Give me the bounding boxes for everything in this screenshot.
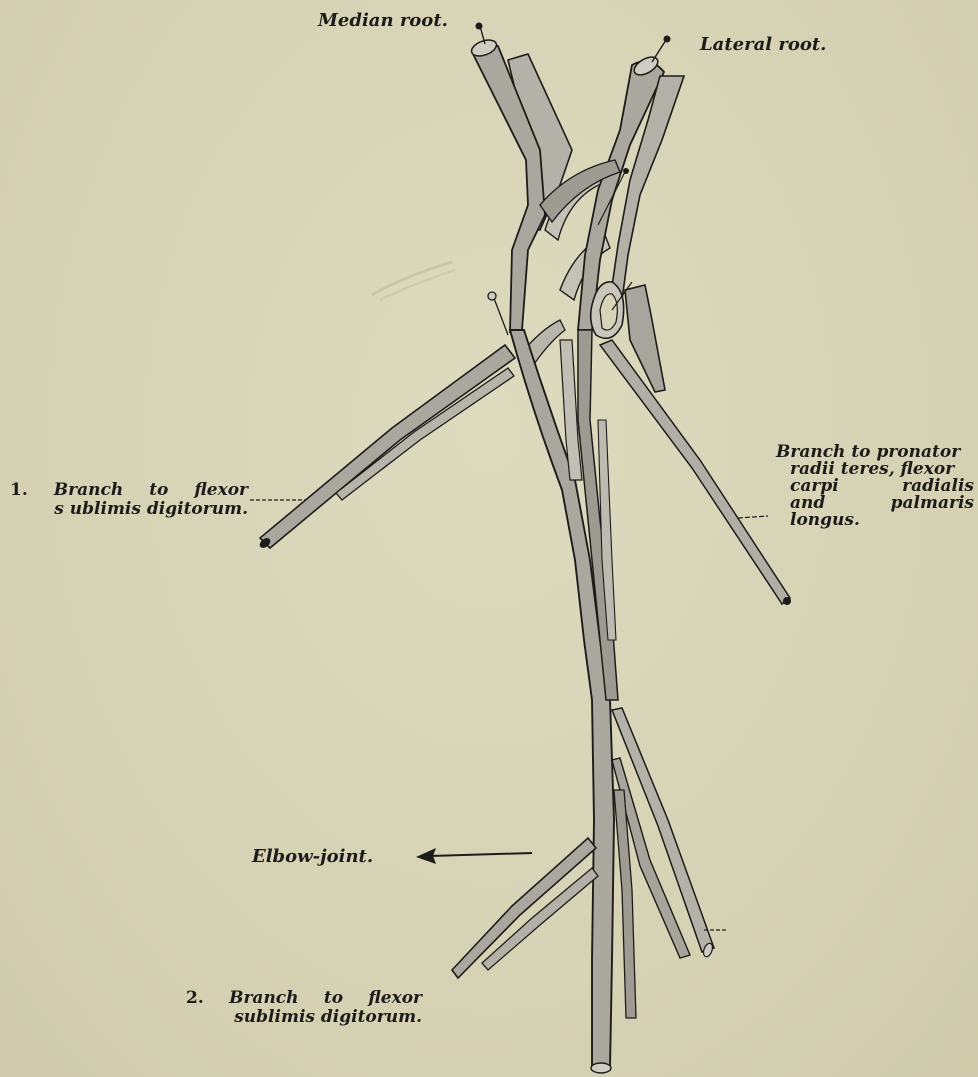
branch-1-line-1-text: Branch to flexor: [54, 480, 248, 500]
branch-1-flexor-sublimis: [260, 345, 515, 548]
pronator-branch-label: Branch to pronator radii teres, flexor c…: [776, 444, 974, 529]
median-root-pin-head: [476, 23, 483, 30]
elbow-arrow-head: [416, 848, 436, 864]
lateral-root-label: Lateral root.: [700, 36, 826, 53]
pronator-label-line-5: longus.: [776, 512, 974, 529]
branch-2-label-line-2: sublimis digitorum.: [186, 1009, 422, 1026]
branch-2-number: 2.: [186, 988, 204, 1008]
median-root-label: Median root.: [318, 12, 448, 29]
branch-pronator-teres: [600, 340, 790, 604]
branch-pronator-cut-end: [783, 597, 791, 605]
branch-1-label-line-2: s ublimis digitorum.: [10, 501, 248, 518]
elbow-joint-label: Elbow-joint.: [252, 848, 373, 865]
elbow-arrow-shaft: [430, 853, 532, 856]
branch-2-label-line-1: 2. Branch to flexor: [186, 990, 422, 1007]
branch-1-second-filament: [336, 368, 514, 500]
leader-pronator: [738, 516, 768, 518]
branch-1-label-line-1: 1. Branch to flexor: [10, 482, 248, 499]
trunk-cut-end: [591, 1063, 611, 1073]
lateral-root-pin: [652, 40, 666, 62]
branch-1-pin-head: [488, 292, 496, 300]
branch-1-number: 1.: [10, 480, 28, 500]
branch-1-label: 1. Branch to flexor s ublimis digitorum.: [10, 482, 248, 518]
paper-mark: [372, 262, 452, 295]
lateral-root-pin-head: [664, 36, 671, 43]
branch-2-label: 2. Branch to flexor sublimis digitorum.: [186, 990, 422, 1026]
branch-2-line-1-text: Branch to flexor: [229, 988, 422, 1008]
branch-2-flexor-sublimis: [452, 838, 596, 978]
internal-pin-head: [623, 168, 629, 174]
